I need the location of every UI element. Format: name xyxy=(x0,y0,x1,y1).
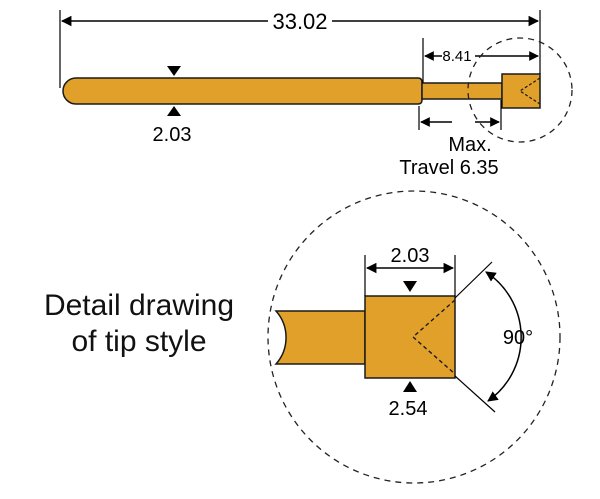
detail-tip-cavity xyxy=(411,299,456,375)
overall-length-dimension: 33.02 xyxy=(59,9,541,88)
overall-length-label: 33.02 xyxy=(272,9,327,34)
tip-length-label: 8.41 xyxy=(442,48,471,65)
detail-plunger-shaft xyxy=(274,310,366,365)
tip-width-label: 2.03 xyxy=(391,245,430,267)
detail-tip-head xyxy=(364,295,456,379)
max-travel-label-line1: Max. xyxy=(448,134,491,156)
tip-height-dimension: 2.54 xyxy=(389,281,428,420)
tip-angle-label: 90° xyxy=(503,327,533,349)
max-travel-dimension: Max. Travel 6.35 xyxy=(399,100,502,179)
pin-side-view xyxy=(62,73,541,109)
tip-length-dimension: 8.41 xyxy=(422,38,539,83)
max-travel-label-line2: Travel 6.35 xyxy=(399,157,498,179)
detail-caption: Detail drawing of tip style xyxy=(20,288,258,360)
barrel-diameter-label: 2.03 xyxy=(153,124,192,146)
tip-height-label: 2.54 xyxy=(389,398,428,420)
tip-width-dimension: 2.03 xyxy=(364,245,456,296)
pin-tip-head xyxy=(501,73,541,109)
detail-caption-line1: Detail drawing xyxy=(43,289,235,322)
barrel-diameter-dimension: 2.03 xyxy=(153,66,192,146)
detail-tip-view xyxy=(274,295,456,379)
tip-angle-dimension: 90° xyxy=(454,261,533,413)
detail-view-circle xyxy=(267,190,561,484)
pin-tip-cavity xyxy=(518,77,541,105)
detail-caption-line2: of tip style xyxy=(71,325,207,358)
detail-callout-circle xyxy=(467,37,573,143)
pin-plunger-shaft xyxy=(421,82,503,100)
pin-barrel xyxy=(62,77,423,105)
